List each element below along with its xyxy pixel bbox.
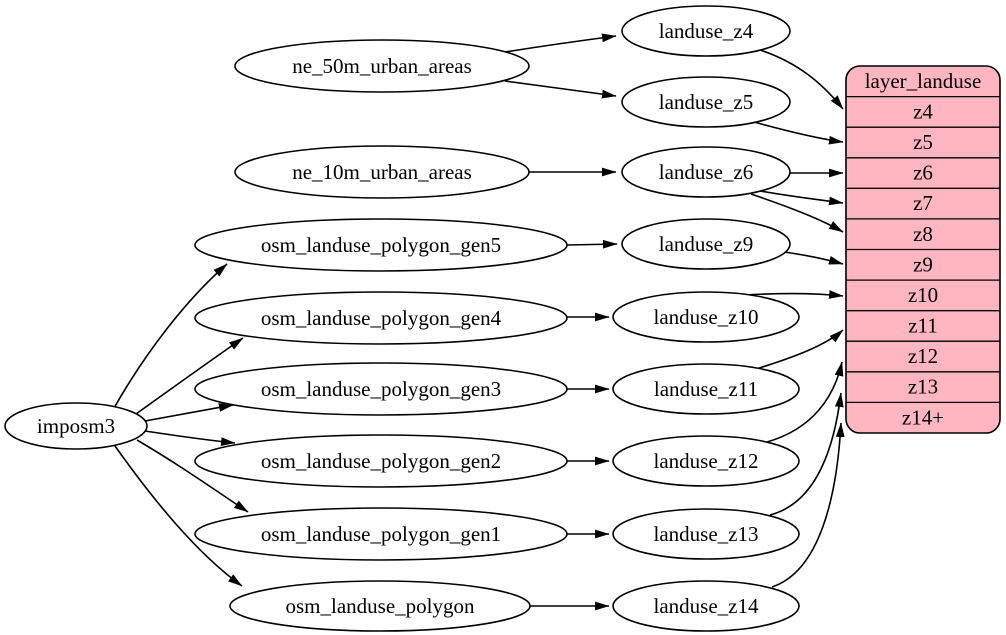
node-ne-10m-urban-areas: ne_10m_urban_areas [234,145,530,199]
node-osm-landuse-polygon-gen3-label: osm_landuse_polygon_gen3 [261,377,501,401]
edge-imposm3-to-gen5 [113,263,228,409]
edge-landuse-z5-to-row-z5 [753,121,844,145]
node-ne-50m-urban-areas-shape [234,39,530,93]
node-landuse-z11-label: landuse_z11 [654,377,758,401]
node-osm-landuse-polygon-gen3-shape [194,362,568,416]
node-landuse-z10-shape [612,291,800,343]
edge-landuse-z6-to-row-z8 [750,193,844,233]
node-osm-landuse-polygon-gen2-shape [194,434,568,488]
nodes-layer: imposm3 ne_50m_urban_areas ne_10m_urban_… [4,5,800,632]
edge-landuse-z14-to-row-z14plus [771,422,845,588]
node-osm-landuse-polygon-shape [229,580,531,632]
edge-landuse-z4-to-row-z4 [756,48,844,110]
edge-landuse-z13-to-row-z13 [769,392,844,516]
node-osm-landuse-polygon: osm_landuse_polygon [229,580,531,632]
node-landuse-z12-shape [612,435,800,487]
node-landuse-z12-label: landuse_z12 [654,449,759,473]
node-landuse-z4: landuse_z4 [621,5,791,57]
node-osm-landuse-polygon-gen1: osm_landuse_polygon_gen1 [194,507,568,561]
node-landuse-z9-label: landuse_z9 [659,232,753,256]
edge-ne50m-to-landuse-z5 [504,80,617,99]
node-landuse-z5-shape [621,76,791,128]
node-ne-10m-urban-areas-shape [234,145,530,199]
node-osm-landuse-polygon-gen4: osm_landuse_polygon_gen4 [194,291,568,345]
table-row-z7: z7 [913,191,933,215]
table-row-z4: z4 [913,100,933,124]
edge-imposm3-to-osm-landuse-polygon [114,445,243,587]
node-landuse-z11-shape [612,363,800,415]
node-landuse-z9: landuse_z9 [621,218,791,270]
table-title: layer_landuse [865,69,982,93]
node-osm-landuse-polygon-gen2: osm_landuse_polygon_gen2 [194,434,568,488]
node-ne-10m-urban-areas-label: ne_10m_urban_areas [292,160,472,184]
node-osm-landuse-polygon-gen2-label: osm_landuse_polygon_gen2 [261,449,501,473]
table-row-z8: z8 [913,222,933,246]
node-osm-landuse-polygon-label: osm_landuse_polygon [286,594,475,618]
edge-imposm3-to-gen3 [144,403,234,422]
table-row-z13: z13 [908,375,938,399]
edge-ne50m-to-landuse-z4 [504,33,617,53]
edge-gen5-to-landuse-z9 [566,239,618,249]
node-landuse-z11: landuse_z11 [612,363,800,415]
node-landuse-z10: landuse_z10 [612,291,800,343]
table-row-z6: z6 [913,161,933,185]
edge-imposm3-to-gen4 [135,337,244,415]
node-landuse-z5-label: landuse_z5 [659,90,753,114]
node-landuse-z13-shape [612,508,800,560]
node-landuse-z6-label: landuse_z6 [659,160,753,184]
node-osm-landuse-polygon-gen5: osm_landuse_polygon_gen5 [194,218,568,272]
edge-landuse-z12-to-row-z12 [766,361,844,443]
node-imposm3: imposm3 [4,402,148,450]
table-layer-landuse: layer_landuse z4 z5 z6 z7 z8 z9 z10 z11 … [845,65,1001,434]
node-landuse-z14-label: landuse_z14 [654,594,759,618]
node-osm-landuse-polygon-gen1-shape [194,507,568,561]
edges-layer [113,33,845,611]
node-landuse-z5: landuse_z5 [621,76,791,128]
table-row-z14plus: z14+ [902,405,944,429]
table-row-z11: z11 [908,314,938,338]
node-osm-landuse-polygon-gen1-label: osm_landuse_polygon_gen1 [261,522,501,546]
node-landuse-z6-shape [621,146,791,198]
node-osm-landuse-polygon-gen4-label: osm_landuse_polygon_gen4 [261,306,502,330]
node-osm-landuse-polygon-gen4-shape [194,291,568,345]
edge-imposm3-to-gen2 [144,430,236,446]
node-landuse-z4-shape [621,5,791,57]
edge-landuse-z6-to-row-z7 [759,190,844,206]
node-ne-50m-urban-areas-label: ne_50m_urban_areas [292,54,472,78]
node-landuse-z14-shape [612,580,800,632]
table-row-z9: z9 [913,252,933,276]
node-osm-landuse-polygon-gen5-label: osm_landuse_polygon_gen5 [261,233,501,257]
node-landuse-z10-label: landuse_z10 [654,305,759,329]
edge-imposm3-to-gen1 [136,439,249,513]
edge-landuse-z11-to-row-z11 [755,329,844,370]
node-landuse-z12: landuse_z12 [612,435,800,487]
node-osm-landuse-polygon-gen5-shape [194,218,568,272]
edge-landuse-z10-to-row-z10 [743,290,844,299]
node-landuse-z13-label: landuse_z13 [654,522,759,546]
node-landuse-z6: landuse_z6 [621,146,791,198]
table-row-z10: z10 [908,283,938,307]
edge-landuse-z9-to-row-z9 [783,251,844,265]
table-row-z12: z12 [908,344,938,368]
node-ne-50m-urban-areas: ne_50m_urban_areas [234,39,530,93]
node-imposm3-shape [4,402,148,450]
table-row-z5: z5 [913,130,933,154]
node-imposm3-label: imposm3 [37,414,115,438]
node-landuse-z14: landuse_z14 [612,580,800,632]
node-osm-landuse-polygon-gen3: osm_landuse_polygon_gen3 [194,362,568,416]
node-landuse-z9-shape [621,218,791,270]
node-landuse-z4-label: landuse_z4 [659,19,754,43]
node-landuse-z13: landuse_z13 [612,508,800,560]
